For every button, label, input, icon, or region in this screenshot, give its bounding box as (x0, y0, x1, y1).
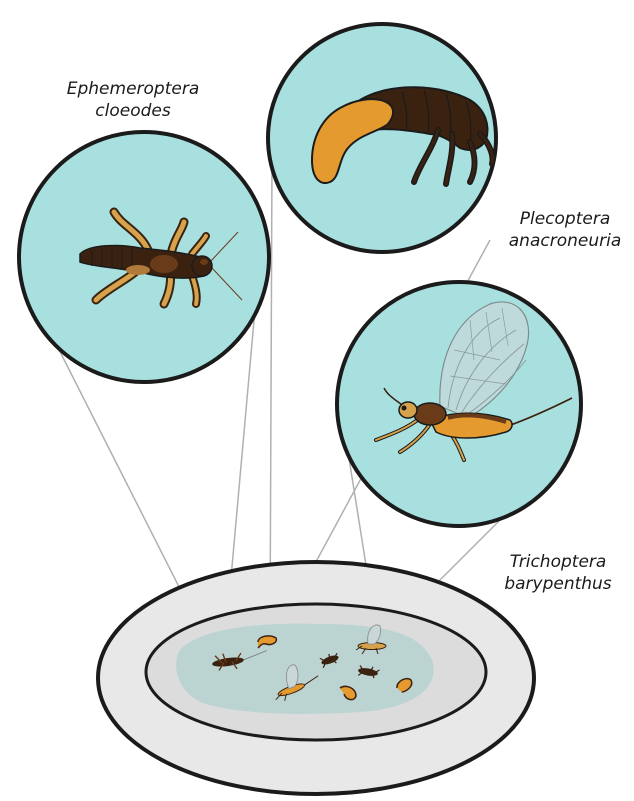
trichoptera-genus: barypenthus (488, 573, 628, 595)
ephemeroptera-label: Ephemeroptera cloeodes (58, 78, 208, 122)
ephemeroptera-order: Ephemeroptera (58, 78, 208, 100)
water-surface (176, 624, 433, 714)
trichoptera-label: Trichoptera barypenthus (488, 551, 628, 595)
ephemeroptera-magnified-view (19, 132, 269, 382)
trichoptera-order: Trichoptera (488, 551, 628, 573)
plecoptera-genus: anacroneuria (498, 230, 632, 252)
larva-magnified-view (268, 24, 496, 252)
plecoptera-label: Plecoptera anacroneuria (498, 208, 632, 252)
plecoptera-order: Plecoptera (498, 208, 632, 230)
trichoptera-magnified-view (337, 282, 581, 526)
ephemeroptera-genus: cloeodes (58, 100, 208, 122)
petri-dish (98, 562, 534, 794)
